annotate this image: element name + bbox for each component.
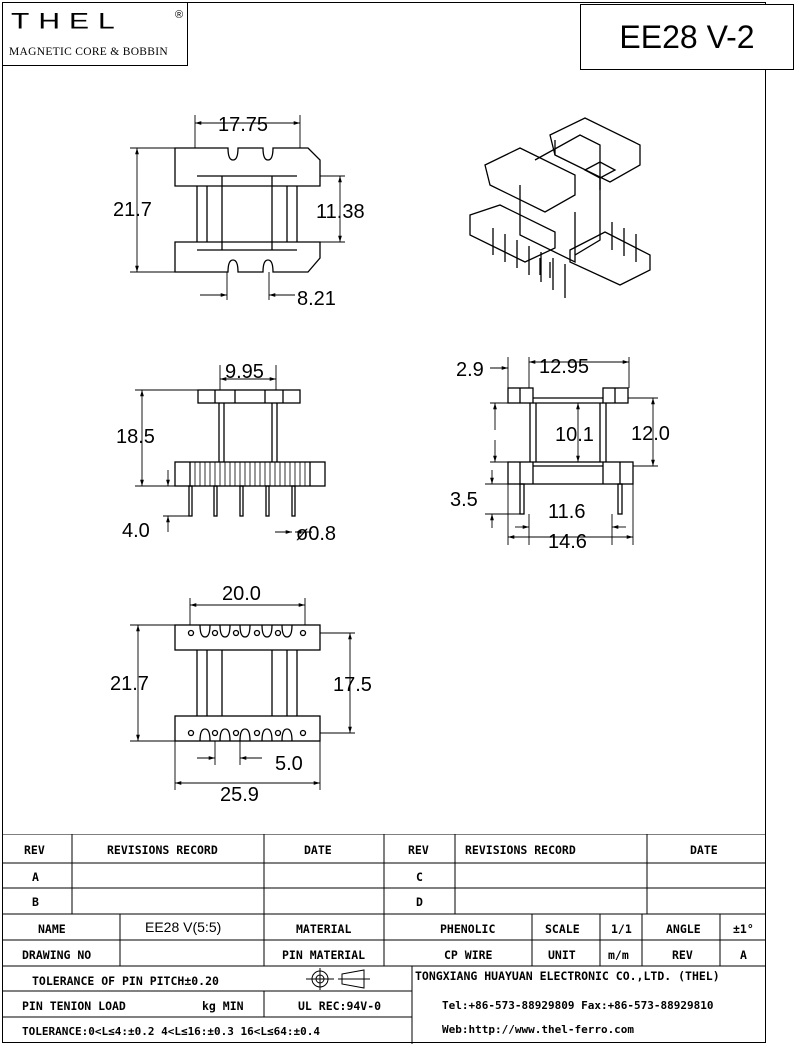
- title-block-grid: [2, 834, 766, 1044]
- dim-side-flange: 2.9: [456, 359, 484, 381]
- side-view: [485, 357, 658, 545]
- pin-tension-unit: kg MIN: [202, 999, 244, 1013]
- rev-c: C: [416, 870, 423, 884]
- name-label: NAME: [38, 922, 66, 936]
- angle-value: ±1°: [733, 922, 754, 936]
- name-value: EE28 V(5:5): [145, 919, 222, 935]
- rev-value: A: [740, 948, 747, 962]
- rev-header-right: REV: [408, 843, 429, 857]
- ul-rating: UL REC:94V-0: [298, 999, 382, 1013]
- bottom-view: [130, 598, 355, 790]
- dim-front-height: 18.5: [116, 426, 155, 448]
- front-view: [135, 365, 326, 534]
- material-label: MATERIAL: [296, 922, 352, 936]
- pin-material-label: PIN MATERIAL: [282, 948, 366, 962]
- dim-bottom-base-width: 25.9: [220, 784, 259, 806]
- pin-material-value: CP WIRE: [444, 948, 493, 962]
- title-block: REV REVISIONS RECORD DATE REV REVISIONS …: [2, 834, 766, 1044]
- company-logo: THEL: [11, 9, 124, 34]
- drawing-no-label: DRAWING NO: [22, 948, 92, 962]
- dim-front-pin-length: 4.0: [122, 520, 150, 542]
- records-header-right: REVISIONS RECORD: [465, 843, 576, 857]
- dim-top-width: 17.75: [218, 114, 268, 136]
- unit-value: m/m: [608, 948, 629, 962]
- scale-label: SCALE: [545, 922, 580, 936]
- unit-label: UNIT: [548, 948, 576, 962]
- rev-b: B: [32, 895, 39, 909]
- contact-phone-fax: Tel:+86-573-88929809 Fax:+86-573-8892981…: [442, 999, 714, 1012]
- company-name: TONGXIANG HUAYUAN ELECTRONIC CO.,LTD. (T…: [415, 969, 720, 983]
- scale-value: 1/1: [611, 922, 632, 936]
- dim-side-height: 12.0: [631, 423, 670, 445]
- dim-front-width: 9.95: [225, 361, 264, 383]
- dim-side-base-width: 14.6: [548, 531, 587, 553]
- material-value: PHENOLIC: [440, 922, 496, 936]
- model-title: EE28 V-2: [580, 4, 794, 70]
- registered-mark: ®: [175, 9, 184, 21]
- website: Web:http://www.thel-ferro.com: [442, 1023, 635, 1036]
- logo-subtitle: MAGNETIC CORE & BOBBIN: [9, 46, 168, 58]
- tolerance-general: TOLERANCE:0<L≤4:±0.2 4<L≤16:±0.3 16<L≤64…: [22, 1025, 321, 1038]
- dim-top-window: 11.38: [316, 201, 365, 223]
- rev-a: A: [32, 870, 39, 884]
- dim-bottom-height: 21.7: [110, 673, 149, 695]
- technical-drawing: 17.75 21.7 11.38 8.21 9.95 18.5 4.0 ø0.8…: [110, 114, 670, 806]
- dim-side-window: 10.1: [555, 424, 594, 446]
- dim-front-pin-dia: ø0.8: [296, 523, 336, 545]
- isometric-view: [469, 117, 651, 298]
- rev-label: REV: [672, 948, 693, 962]
- pin-tension-label: PIN TENION LOAD: [22, 999, 126, 1013]
- dim-side-width: 12.95: [539, 356, 589, 378]
- rev-d: D: [416, 895, 423, 909]
- date-header-right: DATE: [690, 843, 718, 857]
- dim-top-height: 21.7: [113, 199, 152, 221]
- angle-label: ANGLE: [666, 922, 701, 936]
- top-view: [130, 115, 345, 300]
- logo-box: THEL ® MAGNETIC CORE & BOBBIN: [2, 2, 188, 66]
- records-header-left: REVISIONS RECORD: [107, 843, 218, 857]
- dim-top-slot: 8.21: [297, 288, 336, 310]
- rev-header-left: REV: [24, 843, 45, 857]
- tolerance-pin-pitch: TOLERANCE OF PIN PITCH±0.20: [32, 974, 219, 988]
- projection-symbol: [306, 968, 370, 990]
- dim-bottom-pitch: 5.0: [275, 753, 303, 775]
- dim-side-pin-length: 3.5: [450, 489, 478, 511]
- dim-side-pin-span: 11.6: [548, 501, 585, 523]
- dim-bottom-width: 20.0: [222, 583, 261, 605]
- date-header-left: DATE: [304, 843, 332, 857]
- dim-bottom-window: 17.5: [333, 674, 372, 696]
